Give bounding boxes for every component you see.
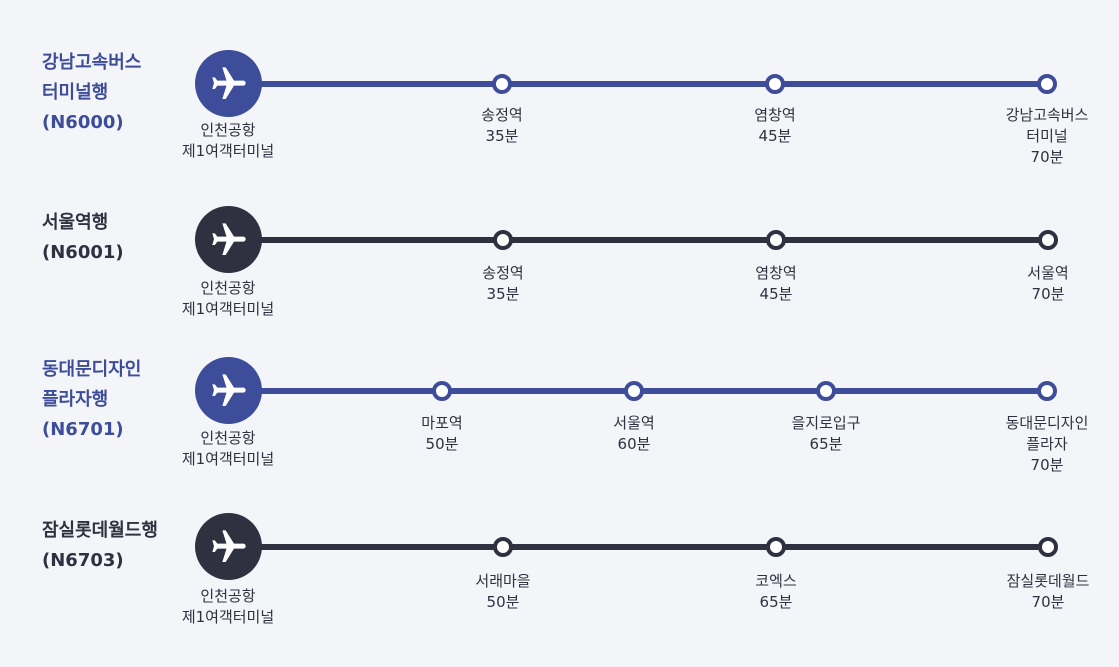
stop-label: 강남고속버스 터미널 70분: [1006, 105, 1089, 168]
stop-dot: [624, 381, 644, 401]
stop-dot: [1037, 74, 1057, 94]
stop-label: 송정역 35분: [481, 105, 522, 147]
stop-time: 50분: [425, 435, 459, 453]
stop-label: 서울역 70분: [1027, 263, 1068, 305]
stop-name-line2: 플라자: [1026, 435, 1068, 453]
origin-circle: [195, 206, 262, 273]
stop-time: 70분: [1030, 148, 1064, 166]
origin-label: 인천공항 제1여객터미널: [148, 120, 308, 162]
stop-dot: [1038, 230, 1058, 250]
stop-name: 송정역: [482, 264, 524, 282]
stop-dot: [765, 74, 785, 94]
stop-dot: [492, 74, 512, 94]
route-n6701: 동대문디자인 플라자행 (N6701) 인천공항 제1여객터미널 마포역 50분…: [0, 356, 1119, 506]
airplane-icon: [211, 529, 246, 562]
stop-time: 35분: [486, 285, 520, 303]
stop-label: 서래마을 50분: [475, 571, 530, 613]
origin-name-line2: 제1여객터미널: [181, 300, 275, 318]
route-title-line2: 플라자행: [42, 389, 109, 410]
route-line: [228, 544, 1050, 550]
stop-dot: [432, 381, 452, 401]
stop-time: 50분: [486, 593, 520, 611]
stop-dot: [816, 381, 836, 401]
origin-label: 인천공항 제1여객터미널: [148, 586, 308, 628]
stop-label: 동대문디자인 플라자 70분: [1006, 413, 1089, 476]
stop-name: 잠실롯데월드: [1006, 572, 1090, 590]
route-title: 서울역행 (N6001): [42, 208, 124, 268]
origin-label: 인천공항 제1여객터미널: [148, 278, 308, 320]
stop-label: 송정역 35분: [482, 263, 523, 305]
origin-name-line2: 제1여객터미널: [181, 450, 275, 468]
stop-dot: [1037, 381, 1057, 401]
route-line: [228, 81, 1050, 87]
stop-time: 45분: [758, 127, 792, 145]
route-code: (N6703): [42, 550, 124, 571]
route-title: 강남고속버스 터미널행 (N6000): [42, 48, 141, 138]
origin-circle: [195, 50, 262, 117]
origin-name-line1: 인천공항: [200, 279, 256, 297]
origin-name-line2: 제1여객터미널: [181, 142, 275, 160]
stop-time: 70분: [1030, 456, 1064, 474]
route-code: (N6701): [42, 419, 124, 440]
route-title-line1: 동대문디자인: [42, 359, 142, 380]
stop-name: 서울역: [1027, 264, 1069, 282]
stop-name: 송정역: [481, 106, 523, 124]
origin-name-line1: 인천공항: [200, 587, 256, 605]
airplane-icon: [211, 66, 246, 99]
route-title-line1: 강남고속버스: [42, 52, 142, 73]
route-code: (N6000): [42, 112, 124, 133]
route-n6703: 잠실롯데월드행 (N6703) 인천공항 제1여객터미널 서래마을 50분 코엑…: [0, 512, 1119, 662]
stop-name: 염창역: [755, 264, 797, 282]
stop-name: 마포역: [421, 414, 463, 432]
stop-time: 60분: [617, 435, 651, 453]
stop-name: 을지로입구: [791, 414, 861, 432]
stop-label: 마포역 50분: [421, 413, 462, 455]
stop-label: 을지로입구 65분: [791, 413, 860, 455]
airplane-icon: [211, 222, 246, 255]
stop-time: 70분: [1031, 285, 1065, 303]
route-title: 잠실롯데월드행 (N6703): [42, 516, 158, 576]
origin-name-line1: 인천공항: [200, 429, 256, 447]
stop-time: 45분: [759, 285, 793, 303]
stop-name-line2: 터미널: [1026, 127, 1068, 145]
route-code: (N6001): [42, 242, 124, 263]
stop-label: 염창역 45분: [754, 105, 795, 147]
stop-label: 서울역 60분: [613, 413, 654, 455]
route-n6001: 서울역행 (N6001) 인천공항 제1여객터미널 송정역 35분 염창역 45…: [0, 204, 1119, 354]
stop-label: 염창역 45분: [755, 263, 796, 305]
stop-dot: [766, 230, 786, 250]
route-title-line1: 서울역행: [42, 212, 109, 233]
stop-time: 35분: [485, 127, 519, 145]
stop-label: 코엑스 65분: [755, 571, 796, 613]
airplane-icon: [211, 373, 246, 406]
stop-time: 70분: [1031, 593, 1065, 611]
stop-name: 염창역: [754, 106, 796, 124]
origin-label: 인천공항 제1여객터미널: [148, 428, 308, 470]
route-title-line2: 터미널행: [42, 82, 109, 103]
stop-name-line1: 동대문디자인: [1005, 414, 1089, 432]
stop-dot: [493, 230, 513, 250]
stop-name: 서래마을: [475, 572, 531, 590]
stop-dot: [493, 537, 513, 557]
route-title: 동대문디자인 플라자행 (N6701): [42, 355, 141, 445]
origin-name-line1: 인천공항: [200, 121, 256, 139]
stop-time: 65분: [809, 435, 843, 453]
origin-name-line2: 제1여객터미널: [181, 608, 275, 626]
route-line: [228, 237, 1050, 243]
stop-label: 잠실롯데월드 70분: [1007, 571, 1090, 613]
stop-dot: [1038, 537, 1058, 557]
route-n6000: 강남고속버스 터미널행 (N6000) 인천공항 제1여객터미널 송정역 35분…: [0, 48, 1119, 198]
stop-dot: [766, 537, 786, 557]
stop-name-line1: 강남고속버스: [1005, 106, 1089, 124]
origin-circle: [195, 513, 262, 580]
stop-time: 65분: [759, 593, 793, 611]
stop-name: 코엑스: [755, 572, 797, 590]
route-title-line1: 잠실롯데월드행: [42, 520, 158, 541]
stop-name: 서울역: [613, 414, 655, 432]
origin-circle: [195, 357, 262, 424]
